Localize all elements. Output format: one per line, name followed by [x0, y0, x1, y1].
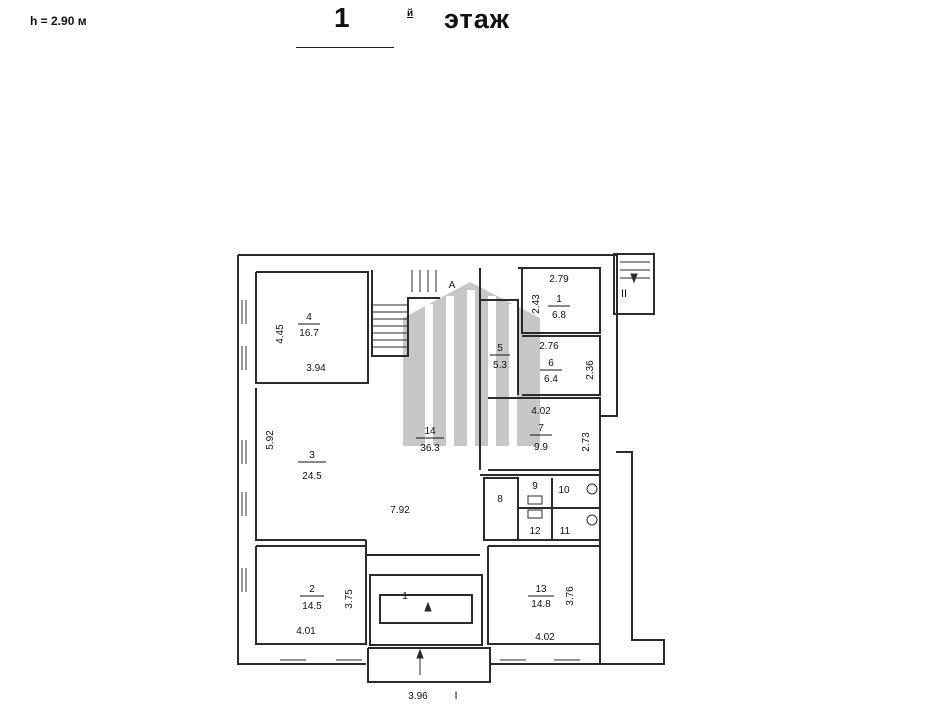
room-14-area: 36.3 — [420, 443, 440, 454]
lobby-number: 1 — [402, 591, 408, 602]
arrows — [416, 273, 638, 675]
floor-title: этаж — [444, 4, 510, 34]
dim-room1-height: 2.43 — [531, 294, 542, 314]
room-9-number: 9 — [532, 481, 538, 492]
window-marks — [241, 300, 580, 661]
dim-room2-width: 4.01 — [296, 626, 316, 637]
room-4-number: 4 — [306, 312, 312, 323]
room-8-number: 8 — [497, 494, 503, 505]
room-7-number: 7 — [538, 423, 544, 434]
room-5-area: 5.3 — [493, 360, 507, 371]
dim-room2-height: 3.75 — [344, 589, 355, 609]
dim-room1-width: 2.79 — [549, 274, 569, 285]
dim-room4-height: 4.45 — [275, 324, 286, 344]
dim-room14-width: 7.92 — [390, 505, 410, 516]
dim-room4-width: 3.94 — [306, 363, 326, 374]
dim-room3-height: 5.92 — [265, 430, 276, 450]
floor-number-suffix: й — [407, 8, 414, 19]
dim-room6-height: 2.36 — [585, 360, 596, 380]
stair-a-label: A — [449, 280, 456, 291]
room-3-number: 3 — [309, 450, 315, 461]
room-4-area: 16.7 — [299, 328, 319, 339]
walls — [237, 253, 665, 683]
room-11-number: 11 — [560, 526, 571, 537]
dim-entrance-width: 3.96 — [408, 691, 428, 702]
room-10-number: 10 — [558, 485, 570, 496]
ceiling-height-note: h = 2.90 м — [30, 14, 87, 28]
floor-number-underline — [296, 47, 394, 48]
plumbing-fixtures — [527, 483, 598, 526]
room-6-number: 6 — [548, 358, 554, 369]
dim-room7-width: 4.02 — [531, 406, 551, 417]
watermark-logo — [403, 282, 540, 446]
entrance-main-marker: I — [454, 690, 457, 702]
dim-room13-width: 4.02 — [535, 632, 555, 643]
room-6-area: 6.4 — [544, 374, 558, 385]
dim-room13-height: 3.76 — [565, 586, 576, 606]
room-13-area: 14.8 — [531, 599, 551, 610]
room-12-number: 12 — [529, 526, 541, 537]
dim-room6-width: 2.76 — [539, 341, 559, 352]
room-7-area: 9.9 — [534, 442, 548, 453]
room-2-area: 14.5 — [302, 601, 322, 612]
entrance-side-marker: II — [621, 288, 627, 300]
room-3-area: 24.5 — [302, 471, 322, 482]
dim-room7-height: 2.73 — [581, 432, 592, 452]
room-5-number: 5 — [497, 343, 503, 354]
room-13-number: 13 — [535, 584, 547, 595]
room-1-area: 6.8 — [552, 310, 566, 321]
room-2-number: 2 — [309, 584, 315, 595]
room-14-number: 14 — [424, 426, 436, 437]
floor-number: 1 — [334, 2, 350, 33]
room-1-number: 1 — [556, 294, 562, 305]
